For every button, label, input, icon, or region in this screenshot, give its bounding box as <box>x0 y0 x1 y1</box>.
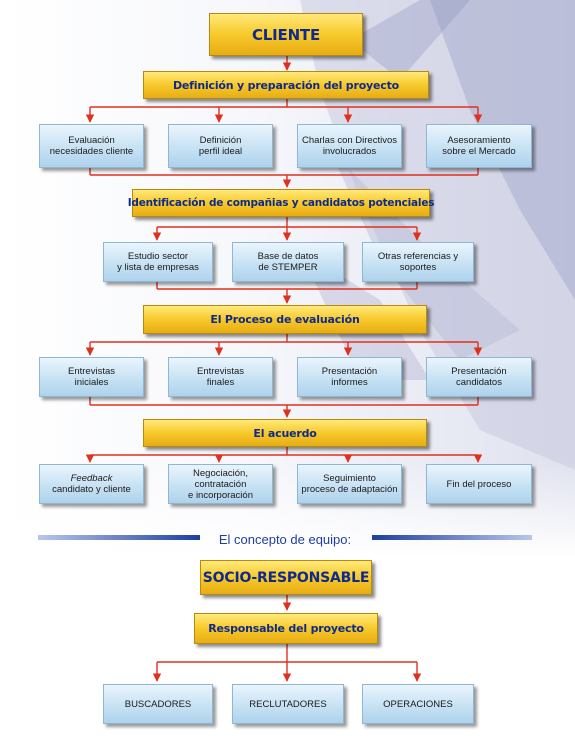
step-line: involucrados <box>322 146 377 157</box>
step-line: necesidades cliente <box>49 146 134 157</box>
step-line: Presentación <box>321 366 378 377</box>
proceso-box: El Proceso de evaluación <box>143 305 427 334</box>
step-line: de STEMPER <box>258 262 318 273</box>
step-fin-proceso: Fin del proceso <box>426 464 532 504</box>
step-line: candidato y cliente <box>52 484 131 495</box>
step-line: Entrevistas <box>68 366 115 377</box>
step-line: contratación <box>194 478 247 490</box>
step-line: Fin del proceso <box>446 478 512 490</box>
step-line: Feedback <box>70 473 113 484</box>
step-line: iniciales <box>74 377 109 388</box>
step-line: Seguimiento <box>323 473 376 484</box>
step-line: perfil ideal <box>198 146 243 157</box>
step-line: Base de datos <box>257 251 319 262</box>
divider-stripe-left <box>38 535 200 540</box>
step-line: y lista de empresas <box>117 262 199 273</box>
team-reclutadores: RECLUTADORES <box>232 684 344 724</box>
cliente-box: CLIENTE <box>209 13 363 56</box>
step-line: finales <box>206 377 235 388</box>
step-line: Asesoramiento <box>447 135 511 146</box>
step-line: soportes <box>399 262 437 273</box>
equipo-title: El concepto de equipo: <box>218 532 352 547</box>
step-line: candidatos <box>456 377 502 388</box>
step-line: proceso de adaptación <box>301 484 398 495</box>
step-line: e incorporación <box>188 489 253 501</box>
step-line: Definición <box>199 135 242 146</box>
step-line: informes <box>331 377 368 388</box>
step-line: Entrevistas <box>197 366 244 377</box>
step-line: Estudio sector <box>127 251 189 262</box>
step-line: Evaluación <box>68 135 115 146</box>
step-line: Charlas con Directivos <box>301 135 398 146</box>
step-line: Presentación <box>451 366 507 377</box>
identificacion-box: Identificación de compañias y candidatos… <box>128 189 434 217</box>
divider-stripe-right <box>372 535 532 540</box>
acuerdo-box: El acuerdo <box>143 419 427 447</box>
responsable-proyecto-box: Responsable del proyecto <box>194 613 378 644</box>
socio-responsable-box: SOCIO-RESPONSABLE <box>200 560 372 595</box>
step-line: sobre el Mercado <box>442 146 516 157</box>
step-line: Otras referencias y <box>377 251 459 262</box>
step-line: Negociación, <box>193 467 248 479</box>
definicion-box: Definición y preparación del proyecto <box>143 71 429 99</box>
team-buscadores: BUSCADORES <box>103 684 213 724</box>
team-operaciones: OPERACIONES <box>362 684 474 724</box>
